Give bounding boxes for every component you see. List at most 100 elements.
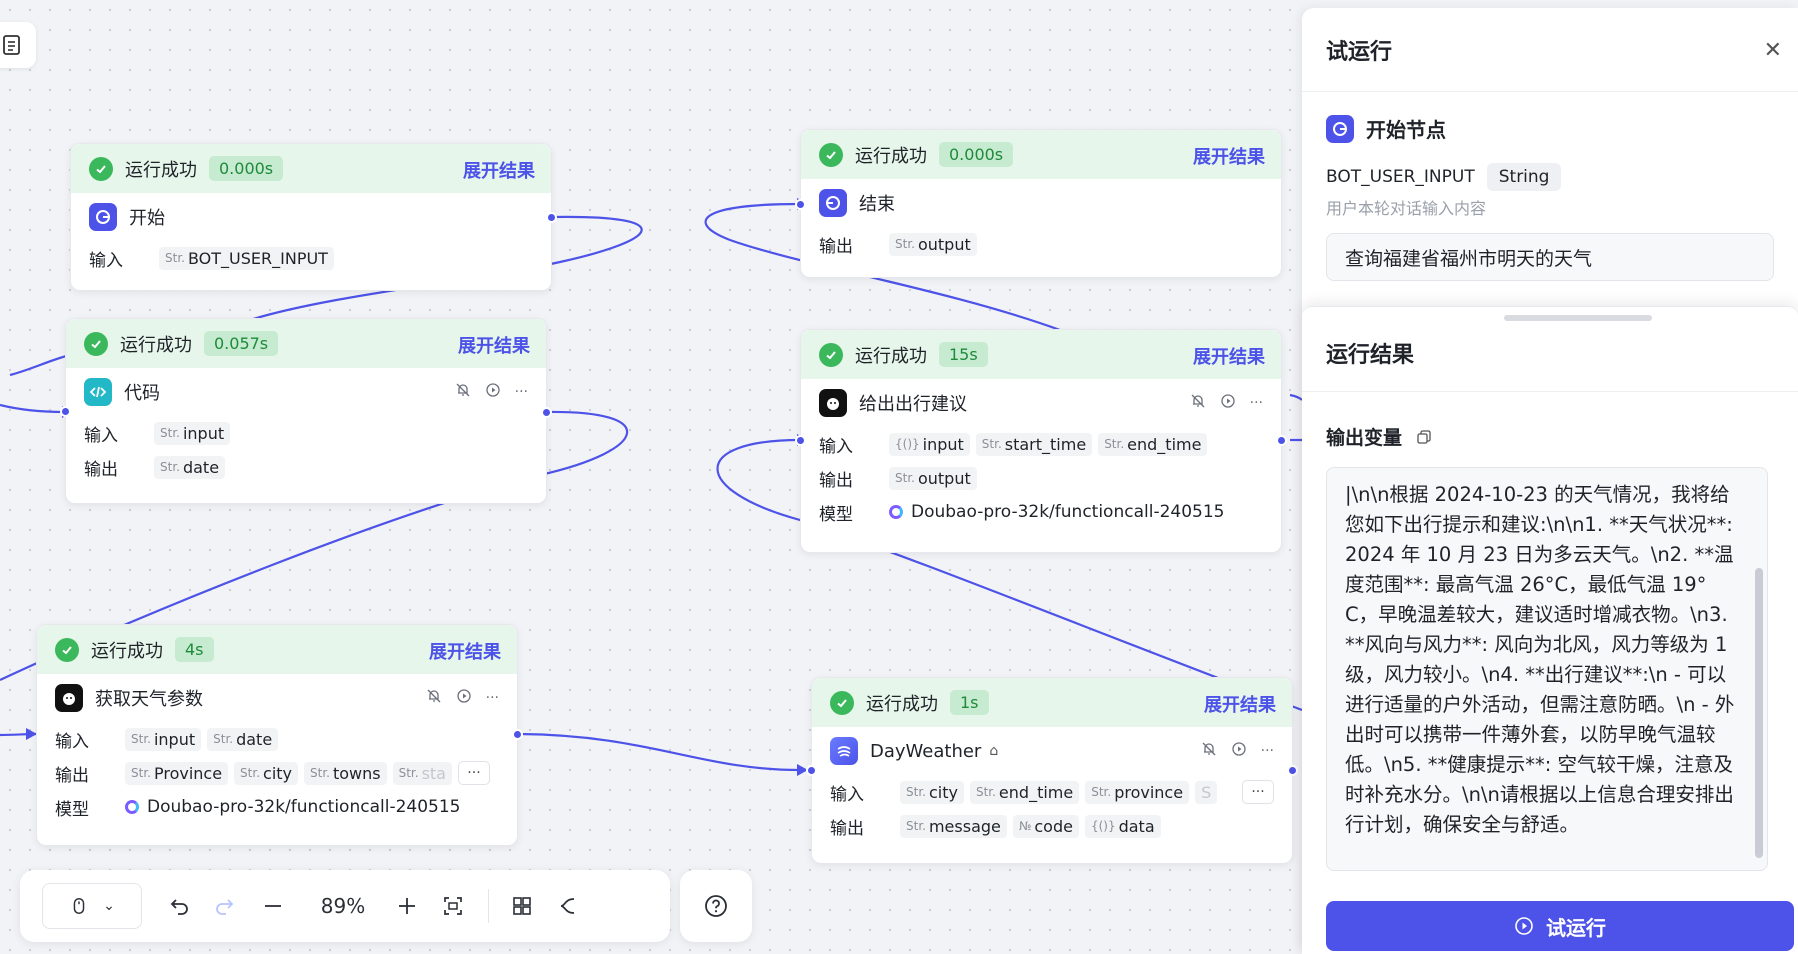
- expand-result-link[interactable]: 展开结果: [1193, 347, 1265, 368]
- output-row: 输出 Str.output: [801, 461, 1281, 495]
- bot-user-input-field[interactable]: 查询福建省福州市明天的天气: [1326, 233, 1774, 281]
- more-params-button[interactable]: ···: [1242, 780, 1274, 804]
- output-port[interactable]: [546, 212, 557, 223]
- node-actions: ···: [1201, 741, 1274, 761]
- expand-result-link[interactable]: 展开结果: [463, 161, 535, 182]
- dayweather-node[interactable]: 运行成功 1s 展开结果 DayWeather ⌂ ··· 输入 Str.cit…: [806, 677, 1298, 864]
- mouse-icon: [73, 898, 85, 914]
- weather-params-node[interactable]: 运行成功 4s 展开结果 获取天气参数 ··· 输入 Str.input Str…: [36, 624, 523, 846]
- duration-badge: 1s: [950, 690, 989, 715]
- mute-bell-icon[interactable]: [1201, 741, 1217, 761]
- input-port[interactable]: [60, 406, 71, 417]
- node-actions: ···: [426, 688, 499, 708]
- model-label: 模型: [55, 799, 89, 820]
- interaction-mode-select[interactable]: ⌄: [42, 883, 142, 929]
- more-icon[interactable]: ···: [1260, 743, 1274, 759]
- run-node-icon[interactable]: [456, 688, 472, 708]
- input-port[interactable]: [795, 435, 806, 446]
- param-tag: Str.city: [900, 780, 964, 804]
- status-text: 运行成功: [125, 159, 197, 181]
- zoom-out-button[interactable]: [262, 895, 284, 917]
- model-row: 模型 Doubao-pro-32k/functioncall-240515: [37, 790, 517, 824]
- run-node-icon[interactable]: [1231, 741, 1247, 761]
- run-node-icon[interactable]: [485, 382, 501, 402]
- output-port[interactable]: [1287, 765, 1298, 776]
- output-port[interactable]: [512, 729, 523, 740]
- more-params-button[interactable]: ···: [457, 761, 490, 785]
- expand-result-link[interactable]: 展开结果: [429, 642, 501, 663]
- auto-layout-button[interactable]: [511, 895, 533, 917]
- model-logo-icon: [125, 800, 139, 814]
- drag-handle[interactable]: [1504, 315, 1652, 321]
- model-label: 模型: [819, 504, 853, 525]
- code-node[interactable]: 运行成功 0.057s 展开结果 代码 ··· 输入 Str.input 输出 …: [60, 318, 552, 504]
- expand-result-link[interactable]: 展开结果: [1204, 695, 1276, 716]
- success-check-icon: [819, 342, 843, 367]
- run-node-icon[interactable]: [1220, 393, 1236, 413]
- model-name: Doubao-pro-32k/functioncall-240515: [889, 502, 1224, 522]
- node-title: 获取天气参数: [95, 689, 203, 710]
- node-title-row: 代码 ···: [66, 368, 546, 416]
- mute-bell-icon[interactable]: [1190, 393, 1206, 413]
- test-run-button[interactable]: 试运行: [1326, 901, 1794, 951]
- duration-badge: 0.000s: [209, 156, 284, 181]
- zoom-level[interactable]: 89%: [320, 894, 366, 918]
- toolbar-divider: [488, 889, 489, 923]
- start-node-title: 开始节点: [1366, 118, 1446, 142]
- zoom-in-button[interactable]: [396, 895, 418, 917]
- node-status-bar: 运行成功 1s 展开结果: [812, 678, 1292, 727]
- output-port[interactable]: [541, 407, 552, 418]
- mute-bell-icon[interactable]: [455, 382, 471, 402]
- node-title-row: DayWeather ⌂ ···: [812, 727, 1292, 775]
- node-title-row: 开始: [71, 193, 551, 241]
- help-button[interactable]: [680, 870, 752, 942]
- more-icon[interactable]: ···: [514, 384, 528, 400]
- param-tag: Str.input: [154, 421, 231, 445]
- output-var-heading: 输出变量: [1326, 423, 1432, 450]
- expand-result-link[interactable]: 展开结果: [458, 336, 530, 357]
- input-port[interactable]: [806, 765, 817, 776]
- copy-icon[interactable]: [1416, 429, 1432, 445]
- redo-button[interactable]: [214, 895, 236, 917]
- param-tag: {()}input: [889, 432, 970, 456]
- notes-button[interactable]: [0, 22, 36, 68]
- start-node[interactable]: 运行成功 0.000s 展开结果 开始 输入 Str.BOT_USER_INPU…: [70, 143, 557, 291]
- end-node[interactable]: 运行成功 0.000s 展开结果 结束 输出 Str.output: [795, 129, 1282, 278]
- close-icon[interactable]: ✕: [1763, 38, 1782, 63]
- param-tag: Str.message: [900, 814, 1007, 838]
- node-title: 开始: [129, 208, 165, 229]
- scrollbar[interactable]: [1755, 568, 1763, 858]
- divider: [1302, 391, 1798, 392]
- line-style-button[interactable]: [557, 895, 579, 917]
- advice-node[interactable]: 运行成功 15s 展开结果 给出出行建议 ··· 输入 {()}input St…: [795, 329, 1287, 553]
- node-actions: ···: [455, 382, 528, 402]
- input-row: 输入 Str.BOT_USER_INPUT: [71, 241, 551, 275]
- undo-button[interactable]: [168, 895, 190, 917]
- node-status-bar: 运行成功 0.000s 展开结果: [801, 130, 1281, 179]
- output-port[interactable]: [1276, 435, 1287, 446]
- param-tag: Str.end_time: [969, 780, 1080, 804]
- input-row: 输入 {()}input Str.start_time Str.end_time: [801, 427, 1281, 461]
- more-icon[interactable]: ···: [1249, 395, 1263, 411]
- node-title-row: 给出出行建议 ···: [801, 379, 1281, 427]
- result-title: 运行结果: [1326, 343, 1415, 368]
- node-status-bar: 运行成功 4s 展开结果: [37, 625, 517, 674]
- plugin-icon: [830, 737, 858, 765]
- more-icon[interactable]: ···: [485, 690, 499, 706]
- model-logo-icon: [889, 505, 903, 519]
- play-circle-icon: [1515, 917, 1533, 935]
- expand-result-link[interactable]: 展开结果: [1193, 147, 1265, 168]
- node-status-bar: 运行成功 15s 展开结果: [801, 330, 1281, 379]
- mute-bell-icon[interactable]: [426, 688, 442, 708]
- input-label: 输入: [89, 250, 123, 271]
- llm-icon: [819, 389, 847, 417]
- input-label: 输入: [830, 784, 864, 805]
- help-icon: [705, 895, 727, 917]
- input-port[interactable]: [795, 199, 806, 210]
- input-label: 输入: [84, 425, 118, 446]
- input-row: 输入 Str.input: [66, 416, 546, 450]
- fit-view-button[interactable]: [442, 895, 464, 917]
- var-type-badge: String: [1486, 163, 1562, 191]
- output-text-area[interactable]: |\n\n根据 2024-10-23 的天气情况，我将给您如下出行提示和建议:\…: [1326, 467, 1768, 871]
